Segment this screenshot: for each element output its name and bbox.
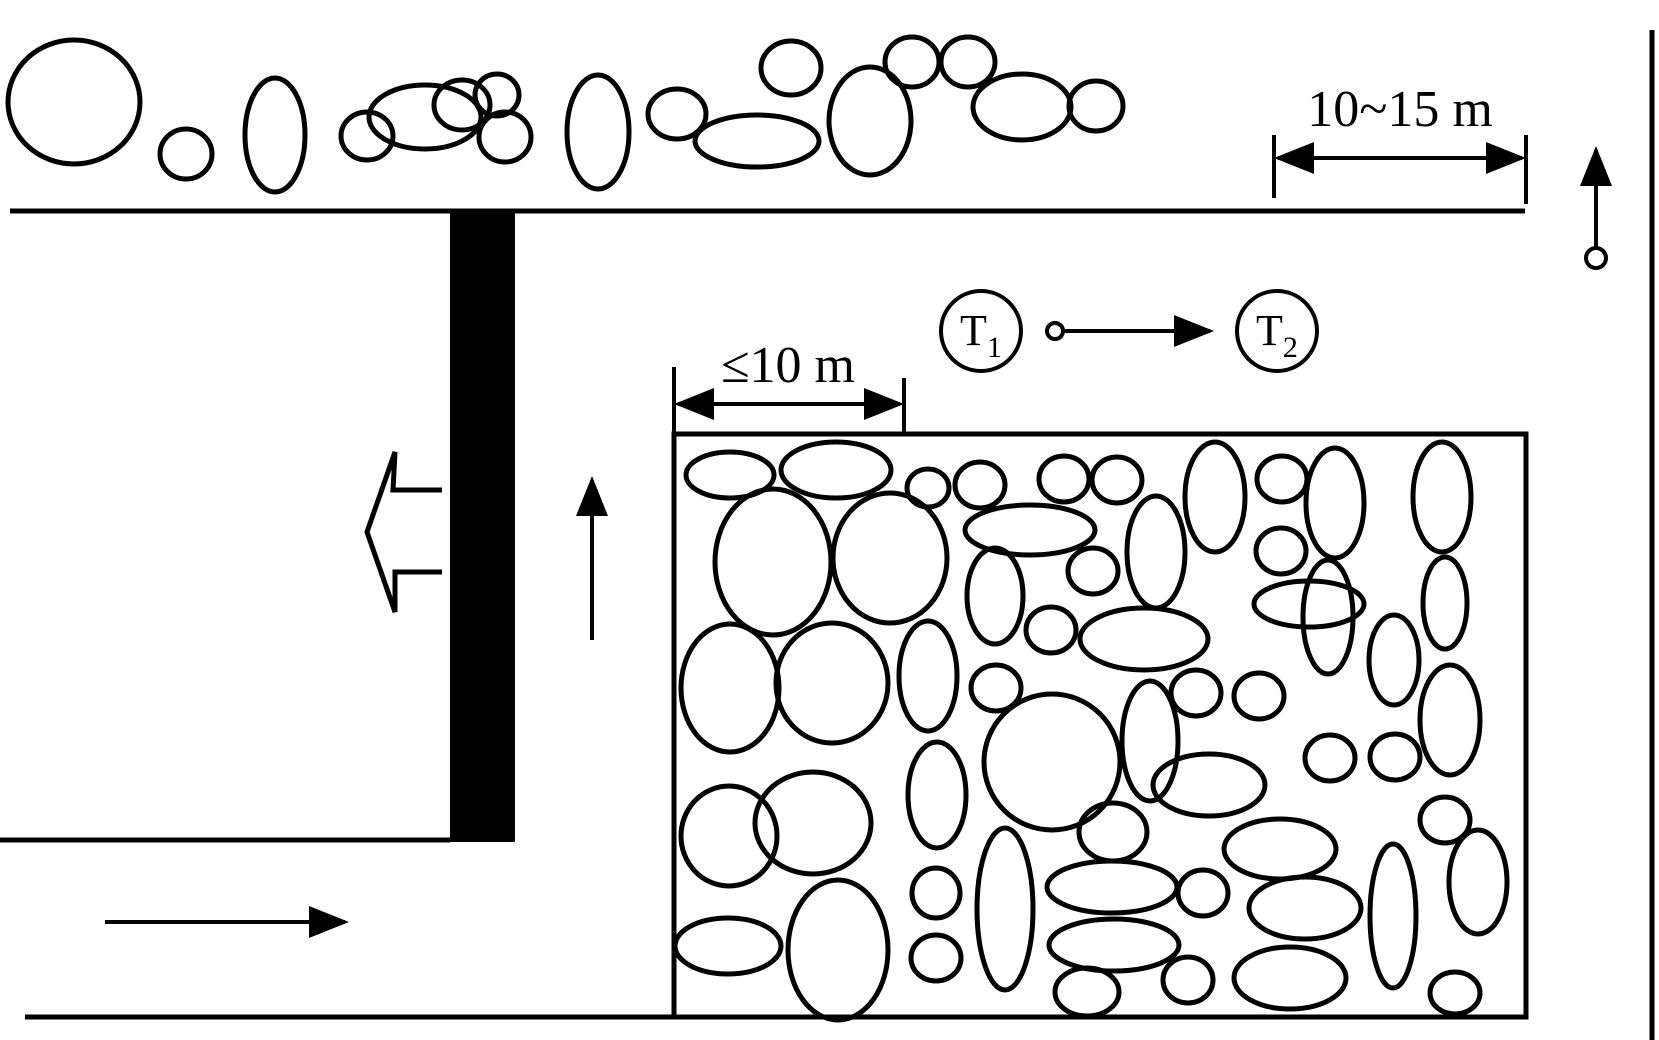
caved-rock — [678, 783, 780, 889]
top-dimension-label: 10~15 m — [1307, 81, 1493, 138]
caved-rock — [962, 502, 1098, 558]
coal-pillar — [450, 211, 515, 842]
caved-rock — [773, 620, 891, 746]
caved-rock — [645, 86, 709, 142]
caved-rock — [882, 34, 942, 90]
t2-letter: T — [1256, 306, 1283, 355]
gob-dimension-label: ≤10 m — [721, 337, 855, 394]
caved-rock — [366, 82, 484, 152]
caved-rock — [1231, 944, 1349, 1012]
upper-caved-rock — [5, 34, 1126, 195]
caved-rock — [242, 75, 308, 195]
caved-rock — [1253, 525, 1309, 577]
caved-rock — [1036, 453, 1092, 505]
svg-text:T1: T1 — [960, 306, 1002, 364]
caved-rock — [1023, 604, 1079, 656]
svg-text:T2: T2 — [1256, 306, 1298, 364]
caved-rock — [5, 37, 143, 167]
caved-rock — [1246, 874, 1364, 942]
gob-caved-rock — [672, 439, 1510, 1023]
caved-rock — [909, 865, 963, 921]
t-arrow-origin-dot — [1045, 321, 1065, 341]
t2-circle — [1235, 289, 1319, 373]
caved-rock — [683, 449, 777, 501]
caved-rock — [1302, 732, 1358, 784]
caved-rock — [1231, 670, 1287, 722]
roadway-lines — [0, 30, 1655, 1040]
caved-rock — [896, 618, 960, 734]
top-dimension — [1272, 135, 1528, 204]
caved-rock — [904, 466, 952, 510]
caved-rock — [908, 932, 964, 984]
caved-rock — [1046, 916, 1182, 974]
t1-letter: T — [960, 306, 987, 355]
caved-rock — [1119, 678, 1181, 804]
caved-rock — [1065, 545, 1121, 597]
caved-rock — [431, 77, 493, 133]
caved-rock — [1077, 605, 1211, 673]
caved-rock — [968, 662, 1024, 714]
right-arrow-origin-dot — [1584, 246, 1608, 270]
caved-rock — [472, 71, 522, 119]
hollow-advance-arrow — [364, 451, 442, 613]
caved-rock — [1221, 816, 1339, 882]
caved-rock — [785, 877, 891, 1023]
caved-rock — [1076, 800, 1150, 864]
t2-marker: T2 — [1235, 289, 1319, 373]
caved-rock — [1182, 439, 1248, 555]
caved-rock — [952, 459, 1008, 511]
t1-marker: T1 — [939, 289, 1023, 373]
caved-rock — [970, 71, 1074, 143]
caved-rock — [1366, 612, 1422, 708]
gob-area — [671, 431, 1529, 1020]
caved-rock — [1300, 557, 1356, 677]
caved-rock — [1410, 439, 1474, 555]
caved-rock — [1175, 867, 1231, 919]
caved-rock — [974, 825, 1036, 993]
caved-rock — [830, 490, 950, 626]
caved-rock — [1254, 453, 1310, 505]
caved-rock — [1052, 965, 1122, 1019]
caved-rock — [338, 109, 396, 163]
caved-rock — [1446, 827, 1510, 937]
caved-rock — [778, 439, 894, 501]
caved-rock — [1427, 969, 1483, 1017]
caved-rock — [964, 545, 1026, 647]
caved-rock — [1066, 78, 1126, 134]
t2-subscript: 2 — [1283, 331, 1298, 364]
caved-rock — [938, 34, 998, 90]
caved-rock — [981, 691, 1123, 833]
t1-subscript: 1 — [987, 331, 1002, 364]
caved-rock — [752, 769, 874, 877]
caved-rock — [905, 739, 969, 851]
caved-rock — [678, 621, 782, 755]
caved-rock — [672, 915, 784, 977]
caved-rock — [1420, 554, 1470, 652]
caved-rock — [826, 64, 914, 178]
caved-rock — [157, 126, 215, 182]
caved-rock — [564, 72, 632, 192]
caved-rock — [1417, 794, 1473, 846]
caved-rock — [692, 112, 822, 170]
caved-rock — [1303, 445, 1367, 561]
gob-dimension — [672, 367, 906, 434]
airflow-arrows — [105, 146, 1612, 938]
caved-rock — [1044, 858, 1180, 916]
caved-rock — [1160, 954, 1216, 1006]
caved-rock — [1089, 454, 1145, 506]
caved-rock — [1150, 751, 1268, 819]
caved-rock — [476, 109, 534, 165]
caved-rock — [758, 38, 824, 98]
t1-circle — [939, 289, 1023, 373]
caved-rock — [1367, 841, 1419, 991]
caved-rock — [1168, 667, 1224, 719]
caved-rock — [712, 486, 834, 638]
caved-rock — [1124, 493, 1188, 611]
caved-rock — [1417, 662, 1483, 778]
caved-rock — [1367, 731, 1423, 783]
